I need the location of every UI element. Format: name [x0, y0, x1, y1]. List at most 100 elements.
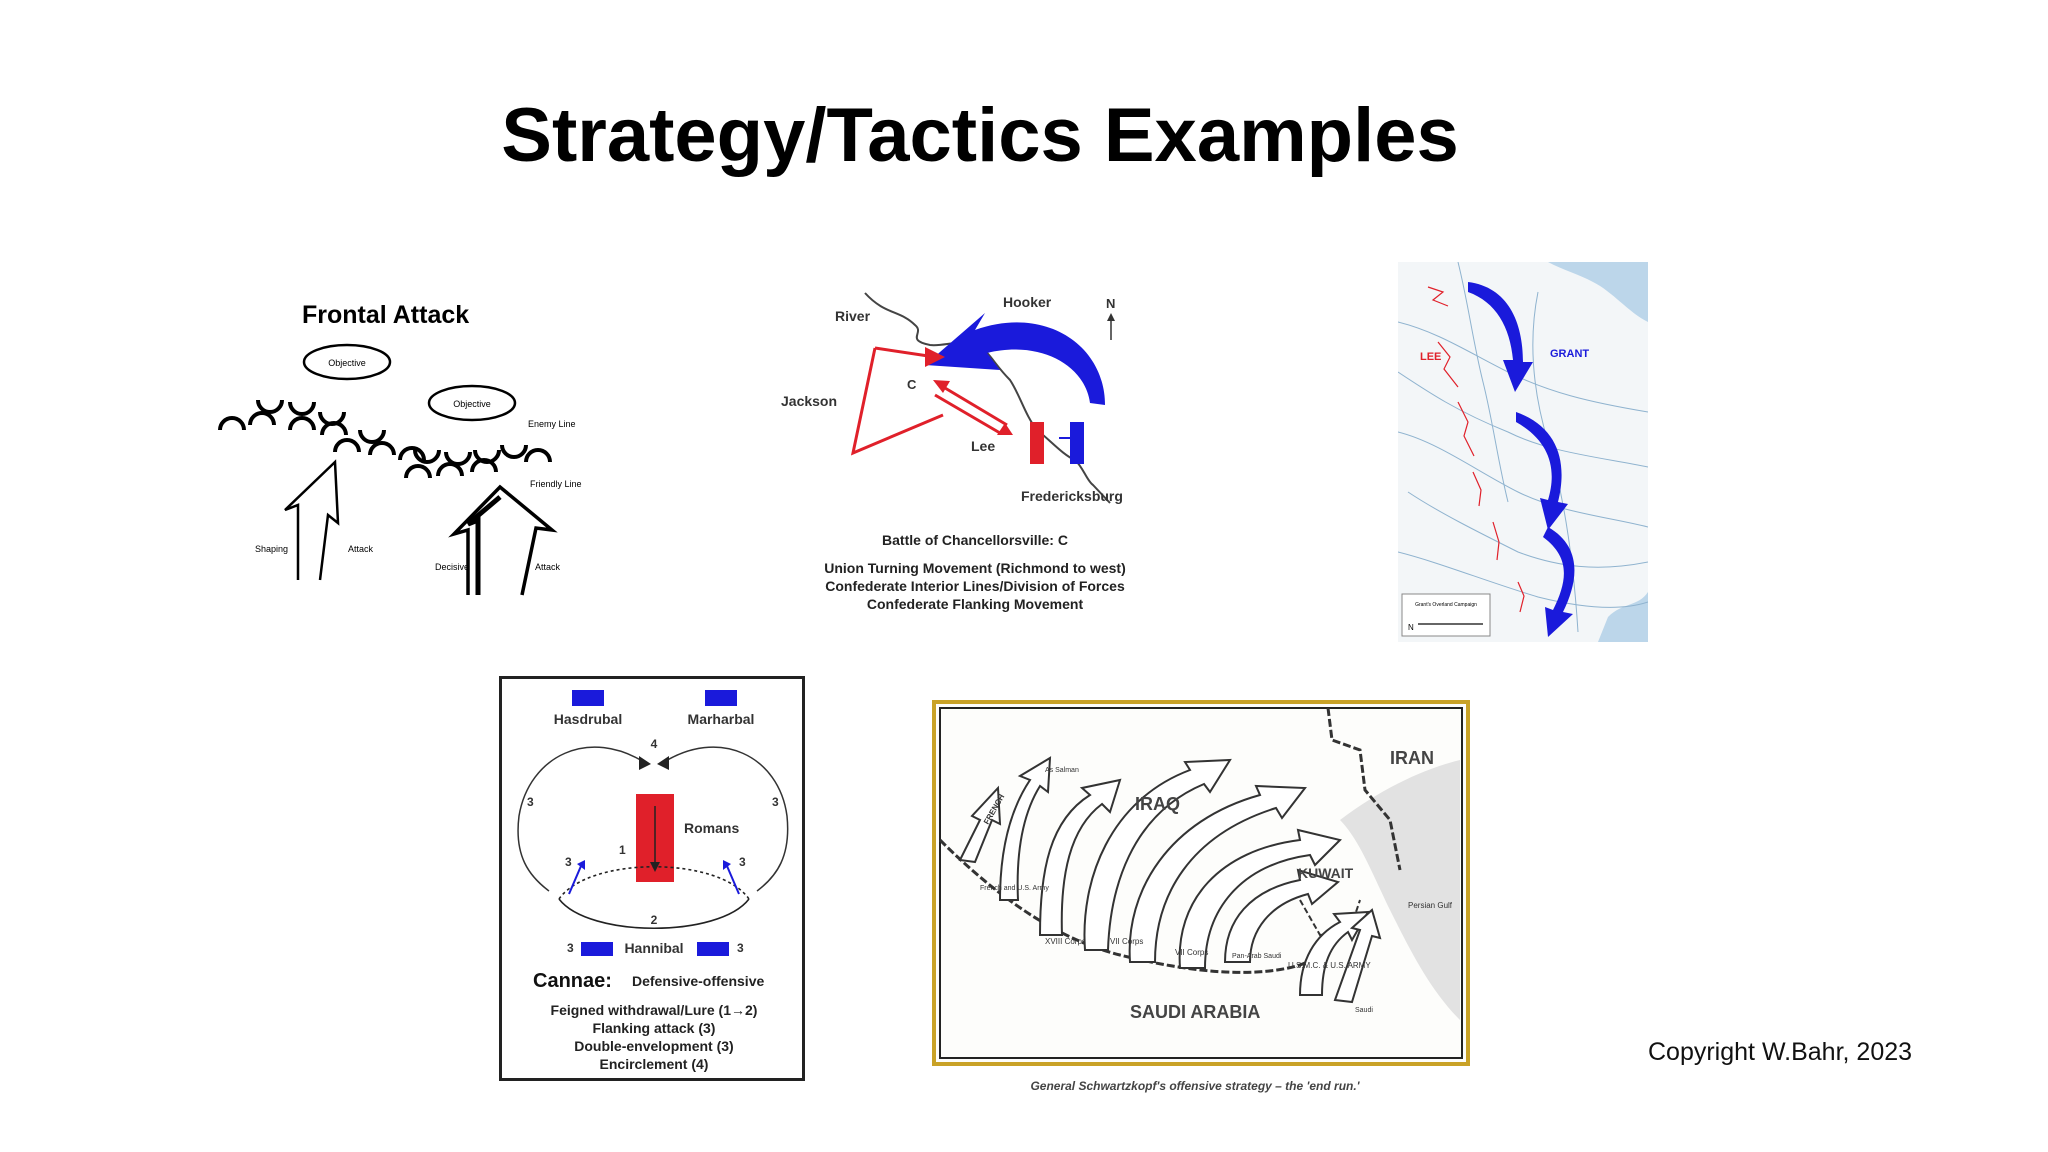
hannibal-left-unit — [581, 942, 613, 956]
cannae-line-3: Double-envelopment (3) — [574, 1038, 733, 1054]
lee-arrow-head-1 — [933, 380, 950, 393]
move-3-left-label: 3 — [527, 795, 534, 809]
north-label: N — [1106, 296, 1115, 311]
friendly-line-label: Friendly Line — [530, 479, 582, 489]
iran-iraq-border — [1326, 707, 1402, 871]
hooker-union-arrow — [925, 313, 1105, 405]
right-arc-head — [657, 756, 669, 770]
iran-label: IRAN — [1390, 748, 1434, 768]
map-legend-box — [1401, 593, 1491, 637]
move-3-inner-right-label: 3 — [739, 855, 746, 869]
move-3-bottom-right-label: 3 — [737, 941, 744, 955]
cannae-title: Cannae: — [533, 970, 612, 992]
inner-left-flank-head — [577, 860, 585, 870]
grant-movement-arrows — [1468, 282, 1575, 637]
chancellorsville-caption-title: Battle of Chancellorsville: C — [882, 532, 1068, 548]
grant-map-label: GRANT — [1550, 348, 1589, 360]
marharbal-unit — [705, 690, 737, 706]
chancellorsville-diagram: River Hooker N Jackson C Lee Fredericksb… — [781, 292, 1126, 612]
move-3-bottom-left-label: 3 — [567, 941, 574, 955]
objective-label-1: Objective — [328, 358, 366, 368]
map-inner-frame — [939, 707, 1463, 1059]
inner-right-flank-head — [723, 860, 731, 870]
kuwait-label: KUWAIT — [1298, 865, 1354, 881]
map-north-label: N — [1408, 623, 1414, 632]
move-1-label: 1 — [619, 843, 626, 857]
river-line — [864, 292, 1111, 504]
gulf-war-map: IRAN IRAQ KUWAIT SAUDI ARABIA As Salman … — [932, 700, 1470, 1093]
lee-label: Lee — [971, 438, 995, 454]
cannae-diagram: Hasdrubal Marharbal 4 3 3 Romans 1 2 3 3… — [499, 676, 805, 1081]
iraq-label: IRAQ — [1135, 794, 1180, 814]
slide-title: Strategy/Tactics Examples — [501, 93, 1459, 178]
pan-arab-label: Pan-Arab Saudi — [1232, 953, 1282, 960]
fredericksburg-label: Fredericksburg — [1021, 488, 1123, 504]
attack-label-1: Attack — [348, 544, 374, 554]
jackson-arrow-head — [925, 347, 945, 367]
decisive-arrow-shadow — [466, 495, 502, 595]
xviii-corps-label: XVIII Corps — [1045, 937, 1086, 946]
decisive-label: Decisive — [435, 562, 469, 572]
withdrawal-arc-upper — [558, 865, 750, 900]
jackson-label: Jackson — [781, 393, 837, 409]
c-label: C — [907, 377, 917, 392]
as-salman-label: As Salman — [1045, 767, 1079, 774]
left-arc-head — [639, 756, 651, 770]
lee-arrow-2 — [934, 393, 1001, 435]
river-label: River — [835, 308, 871, 324]
cannae-line-2: Flanking attack (3) — [593, 1020, 716, 1036]
saudi-force-label: Saudi — [1355, 1007, 1373, 1014]
move-3-inner-left-label: 3 — [565, 855, 572, 869]
move-4-label: 4 — [651, 737, 658, 751]
chancellorsville-caption-line-2: Confederate Interior Lines/Division of F… — [825, 578, 1125, 594]
lee-map-label: LEE — [1420, 351, 1441, 363]
hannibal-right-unit — [697, 942, 729, 956]
chancellorsville-caption-line-3: Confederate Flanking Movement — [867, 596, 1084, 612]
union-unit-block — [1070, 422, 1084, 464]
romans-label: Romans — [684, 820, 739, 836]
map-background — [1398, 262, 1648, 642]
decisive-attack-arrow — [448, 484, 558, 596]
chancellorsville-caption-line-1: Union Turning Movement (Richmond to west… — [824, 560, 1126, 576]
attack-label-2: Attack — [535, 562, 561, 572]
vii-corps-label-2: VII Corps — [1175, 948, 1208, 957]
cannae-subtitle: Defensive-offensive — [632, 973, 764, 989]
enemy-line — [218, 399, 552, 479]
hasdrubal-unit — [572, 690, 604, 706]
frontal-attack-diagram: Frontal Attack Objective Objective Enemy… — [218, 301, 582, 596]
inner-left-flank-arrow — [568, 865, 582, 895]
persian-gulf-area — [1340, 760, 1460, 1020]
objective-ellipse-2 — [427, 384, 517, 422]
lee-unit-block — [1030, 422, 1044, 464]
move-3-right-label: 3 — [772, 795, 779, 809]
hooker-label: Hooker — [1003, 294, 1052, 310]
water-area-south — [1598, 592, 1648, 642]
offensive-arrows — [958, 756, 1382, 1004]
cannae-line-4: Encirclement (4) — [600, 1056, 709, 1072]
enemy-line-label: Enemy Line — [528, 419, 576, 429]
move-2-label: 2 — [651, 913, 658, 927]
shaping-label: Shaping — [255, 544, 288, 554]
saudi-arabia-label: SAUDI ARABIA — [1130, 1002, 1260, 1022]
confederate-positions — [1427, 286, 1525, 613]
overland-campaign-map: LEE GRANT Grant's Overland Campaign N — [1398, 262, 1648, 642]
french-us-label: French and U.S. Army — [980, 885, 1049, 892]
withdrawal-arc-lower — [558, 898, 750, 930]
cannae-line-1: Feigned withdrawal/Lure (1→2) — [551, 1002, 758, 1018]
water-area — [1548, 262, 1648, 322]
marharbal-label: Marharbal — [688, 711, 755, 727]
lee-arrow-head-2 — [997, 423, 1013, 435]
usmc-label: U.S.M.C. & U.S. ARMY — [1288, 961, 1371, 970]
hasdrubal-label: Hasdrubal — [554, 711, 622, 727]
left-envelopment-arc — [517, 746, 648, 892]
objective-label-2: Objective — [453, 399, 491, 409]
hannibal-label: Hannibal — [624, 940, 683, 956]
persian-gulf-label: Persian Gulf — [1408, 901, 1453, 910]
frontal-attack-title: Frontal Attack — [302, 301, 469, 329]
right-envelopment-arc — [660, 746, 789, 892]
inner-right-flank-arrow — [726, 865, 740, 895]
gulf-map-caption: General Schwartzkopf's offensive strateg… — [1030, 1079, 1360, 1093]
shaping-attack-arrow — [284, 459, 340, 581]
map-legend-title: Grant's Overland Campaign — [1415, 602, 1477, 608]
north-arrow-head — [1107, 313, 1115, 321]
